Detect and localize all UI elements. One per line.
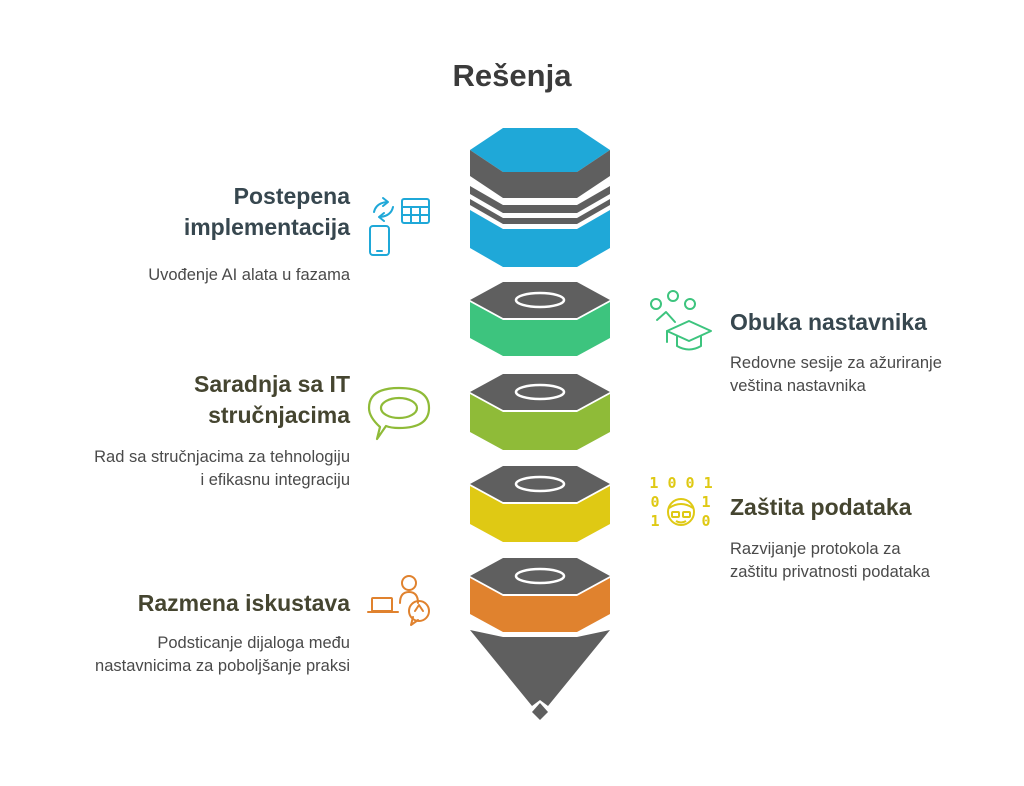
segment-blue-side-front	[503, 229, 577, 267]
item-3-description-line-1: Rad sa stručnjacima za tehnologiju	[94, 448, 350, 466]
item-4-heading-line-1: Zaštita podataka	[730, 494, 912, 520]
segment-yellow-side-right	[577, 486, 610, 542]
item-3-description: Rad sa stručnjacima za tehnologiju i efi…	[94, 446, 350, 492]
segment-orange	[470, 558, 610, 632]
item-5-heading: Razmena iskustava	[138, 588, 350, 619]
segment-green-side-left	[470, 302, 503, 356]
segment-blue-band-3	[470, 199, 610, 224]
item-4-description-line-1: Razvijanje protokola za	[730, 540, 901, 558]
segment-yellow	[470, 466, 610, 542]
segment-lime-side-left	[470, 394, 503, 450]
segment-lime-top	[470, 374, 610, 410]
segment-green-side-right	[577, 302, 610, 356]
segment-lime-hole	[514, 383, 566, 401]
diagram-title: Rešenja	[452, 58, 572, 93]
binary-left-2: 1	[650, 512, 659, 530]
item-1-heading: Postepena implementacija	[184, 181, 350, 243]
item-1-heading-line-2: implementacija	[183, 214, 350, 240]
segment-yellow-side-front	[503, 504, 577, 542]
segment-blue	[470, 128, 610, 267]
graduation-cap-icon	[650, 290, 712, 351]
item-2-heading: Obuka nastavnika	[730, 307, 927, 338]
item-3-heading-line-1: Saradnja sa IT	[194, 371, 350, 397]
item-1-heading-line-1: Postepena	[233, 183, 350, 209]
phone-sync-grid-icon	[369, 197, 430, 256]
segment-green-top	[470, 282, 610, 318]
segment-orange-side-front	[503, 596, 577, 632]
person-laptop-icon	[367, 575, 430, 626]
item-2-description-line-2: veština nastavnika	[730, 377, 866, 395]
segment-blue-band-2	[470, 186, 610, 213]
speech-bubble-icon	[367, 386, 431, 441]
item-3-heading-line-2: stručnjacima	[208, 402, 350, 428]
binary-left-1: 0	[650, 493, 659, 511]
stack-tip-notch	[532, 703, 548, 720]
segment-orange-top	[470, 558, 610, 594]
item-1-description: Uvođenje AI alata u fazama	[148, 264, 350, 287]
binary-face-icon: 1 0 0 1 0 1 1 0	[649, 474, 712, 530]
binary-right-2: 0	[701, 512, 710, 530]
item-5-description: Podsticanje dijaloga među nastavnicima z…	[95, 632, 350, 678]
segment-blue-top-face	[470, 128, 610, 172]
segment-lime	[470, 374, 610, 450]
item-3-heading: Saradnja sa IT stručnjacima	[194, 369, 350, 431]
segment-green-hole	[514, 291, 566, 309]
item-4-description: Razvijanje protokola za zaštitu privatno…	[730, 538, 930, 584]
item-5-heading-line-1: Razmena iskustava	[137, 590, 350, 616]
segment-orange-hole	[514, 567, 566, 585]
segment-blue-band-1	[470, 150, 610, 198]
segment-green	[470, 282, 610, 356]
item-2-description-line-1: Redovne sesije za ažuriranje	[730, 354, 942, 372]
stack-tip	[470, 630, 610, 706]
item-4-heading: Zaštita podataka	[730, 492, 912, 523]
binary-top-row: 1 0 0 1	[649, 474, 712, 492]
binary-right-1: 1	[701, 493, 710, 511]
segment-yellow-hole	[514, 475, 566, 493]
item-4-description-line-2: zaštitu privatnosti podataka	[730, 563, 930, 581]
item-2-heading-line-1: Obuka nastavnika	[730, 309, 927, 335]
item-5-description-line-2: nastavnicima za poboljšanje praksi	[95, 657, 350, 675]
segment-blue-side-left	[470, 210, 503, 267]
segment-orange-side-right	[577, 578, 610, 632]
segment-blue-side-right	[577, 210, 610, 267]
segment-yellow-side-left	[470, 486, 503, 542]
segment-orange-side-left	[470, 578, 503, 632]
segment-green-side-front	[503, 320, 577, 356]
item-2-description: Redovne sesije za ažuriranje veština nas…	[730, 352, 942, 398]
item-5-description-line-1: Podsticanje dijaloga među	[157, 634, 350, 652]
segment-lime-side-front	[503, 412, 577, 450]
item-3-description-line-2: i efikasnu integraciju	[200, 471, 351, 489]
segment-yellow-top	[470, 466, 610, 502]
segment-lime-side-right	[577, 394, 610, 450]
item-1-description-line-1: Uvođenje AI alata u fazama	[148, 266, 350, 284]
